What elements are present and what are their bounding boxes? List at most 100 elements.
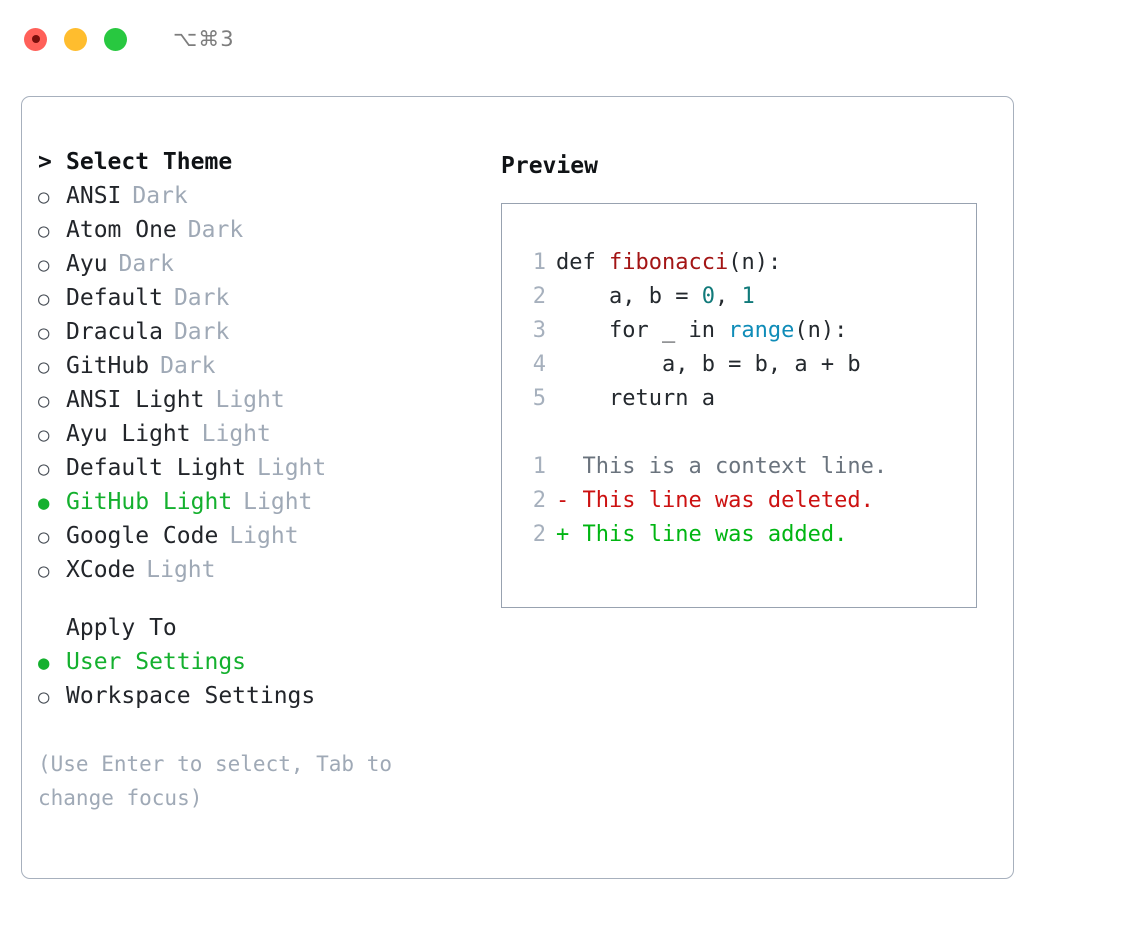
line-number: 1 — [532, 250, 546, 275]
radio-unselected-icon: ○ — [38, 220, 50, 242]
theme-option-label: ANSI — [66, 183, 122, 209]
select-theme-title: Select Theme — [66, 149, 233, 175]
theme-option-label: GitHub — [66, 353, 150, 379]
theme-option-default-light[interactable]: ○ Default Light Light — [38, 455, 488, 489]
theme-option-tag: Light — [257, 455, 327, 481]
line-number: 2 — [532, 488, 546, 513]
code-line-content: for _ in range(n): — [556, 318, 847, 343]
token-del: - This line was deleted. — [556, 488, 874, 513]
theme-option-tag: Dark — [173, 285, 230, 311]
apply-to-option-workspace-settings[interactable]: ○ Workspace Settings — [38, 683, 488, 717]
apply-to-option-label: Workspace Settings — [66, 683, 316, 709]
apply-to-option-user-settings[interactable]: ● User Settings — [38, 649, 488, 683]
theme-option-label: Dracula — [66, 319, 163, 345]
token-ctx: This is a context line. — [556, 454, 888, 479]
apply-to-options-list: ● User Settings ○ Workspace Settings — [38, 649, 488, 717]
radio-unselected-icon: ○ — [38, 322, 50, 344]
token-call: range — [728, 318, 795, 343]
code-line-content: a, b = 0, 1 — [556, 284, 755, 309]
diff-line: 1 This is a context line. — [516, 454, 976, 488]
spacer-marker: ○ — [38, 616, 66, 640]
theme-option-label: Ayu Light — [66, 421, 191, 447]
radio-unselected-icon: ○ — [38, 458, 50, 480]
code-line: 3 for _ in range(n): — [516, 318, 976, 352]
theme-option-tag: Light — [201, 421, 271, 447]
theme-option-google-code[interactable]: ○ Google Code Light — [38, 523, 488, 557]
theme-option-tag: Dark — [160, 353, 216, 379]
line-number: 4 — [532, 352, 546, 377]
token-plain: a, b = b, a + b — [556, 352, 861, 377]
chevron-right-icon: > — [38, 149, 52, 175]
radio-unselected-icon: ○ — [38, 356, 50, 378]
theme-option-label: Default — [66, 285, 163, 311]
code-line: 4 a, b = b, a + b — [516, 352, 976, 386]
diff-line: 2+ This line was added. — [516, 522, 976, 556]
code-line: 5 return a — [516, 386, 976, 420]
line-number: 3 — [532, 318, 546, 343]
radio-unselected-icon: ○ — [38, 560, 50, 582]
theme-option-label: Google Code — [66, 523, 219, 549]
theme-option-label: XCode — [66, 557, 136, 583]
code-line-content: + This line was added. — [556, 522, 847, 547]
code-line: 1 def fibonacci(n): — [516, 250, 976, 284]
theme-option-tag: Light — [229, 523, 299, 549]
select-theme-header: > Select Theme — [38, 149, 488, 183]
minimize-button[interactable] — [64, 27, 87, 51]
token-num: 0 — [701, 284, 715, 309]
token-fn: fibonacci — [608, 250, 729, 275]
theme-option-ayu-light[interactable]: ○ Ayu Light Light — [38, 421, 488, 455]
theme-option-tag: Dark — [173, 319, 230, 345]
code-line-content: return a — [556, 386, 715, 411]
radio-unselected-icon: ○ — [38, 254, 50, 276]
theme-option-label: Default Light — [66, 455, 247, 481]
theme-option-tag: Dark — [187, 217, 244, 243]
maximize-button[interactable] — [104, 27, 127, 51]
line-number: 5 — [532, 386, 546, 411]
keyboard-hint-text: (Use Enter to select, Tab to change focu… — [38, 752, 405, 810]
theme-option-github[interactable]: ○ GitHub Dark — [38, 353, 488, 387]
theme-option-label: Atom One — [66, 217, 177, 243]
theme-option-dracula[interactable]: ○ Dracula Dark — [38, 319, 488, 353]
theme-option-tag: Dark — [118, 251, 174, 277]
theme-option-tag: Light — [243, 489, 313, 515]
apply-to-option-label: User Settings — [66, 649, 247, 675]
section-spacer — [38, 591, 488, 615]
radio-selected-icon: ● — [38, 652, 50, 674]
token-plain: return a — [556, 386, 715, 411]
theme-option-tag: Light — [215, 387, 285, 413]
diff-sample-block: 1 This is a context line.2 - This line wa… — [516, 454, 976, 556]
token-plain: (n): — [794, 318, 848, 343]
code-diff-spacer — [516, 420, 976, 454]
close-button[interactable] — [24, 27, 47, 51]
code-line-content: - This line was deleted. — [556, 488, 874, 513]
token-plain: (n): — [728, 250, 782, 275]
theme-option-atom-one[interactable]: ○ Atom One Dark — [38, 217, 488, 251]
radio-unselected-icon: ○ — [38, 424, 50, 446]
radio-unselected-icon: ○ — [38, 186, 50, 208]
window-titlebar: ⌥⌘3 — [0, 0, 1140, 78]
radio-selected-icon: ● — [38, 492, 50, 514]
token-add: + This line was added. — [556, 522, 848, 547]
radio-unselected-icon: ○ — [38, 686, 50, 708]
apply-to-title: Apply To — [66, 615, 177, 641]
token-plain: def — [556, 250, 609, 275]
line-number: 2 — [532, 284, 546, 309]
code-line-content: a, b = b, a + b — [556, 352, 861, 377]
code-line-content: This is a context line. — [556, 454, 887, 479]
token-plain: a, b = — [556, 284, 702, 309]
code-line: 2 a, b = 0, 1 — [516, 284, 976, 318]
radio-unselected-icon: ○ — [38, 526, 50, 548]
diff-line: 2 - This line was deleted. — [516, 488, 976, 522]
